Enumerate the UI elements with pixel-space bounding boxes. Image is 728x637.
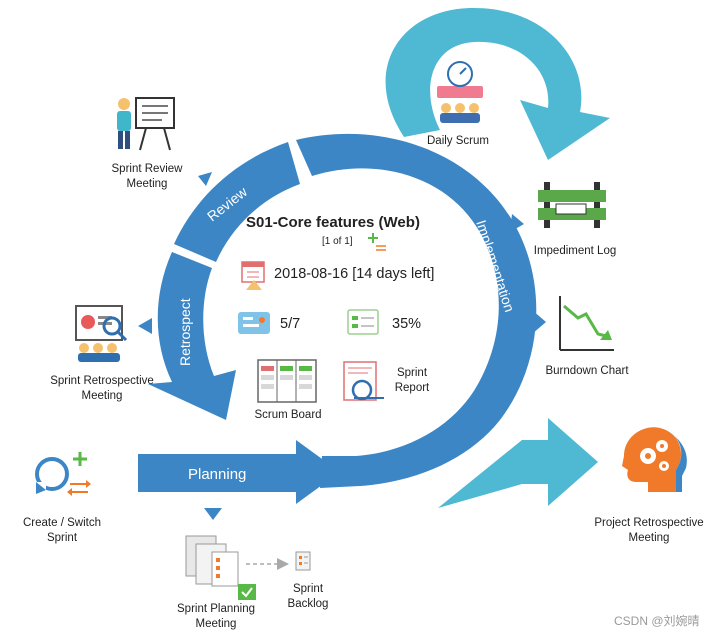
sprint-title: S01-Core features (Web) xyxy=(246,214,420,231)
pointer-to-burndown xyxy=(532,310,546,334)
barrier-icon xyxy=(538,182,606,228)
retrospective-icon xyxy=(75,305,128,362)
sprint-retrospective-label: Sprint Retrospective Meeting xyxy=(50,375,154,402)
sprint-date: 2018-08-16 [14 days left] xyxy=(274,266,435,282)
planning-label: Planning xyxy=(188,466,246,483)
review-arc xyxy=(174,142,300,262)
sprint-report-label: Sprint Report xyxy=(394,367,430,394)
add-switch-mini-icon xyxy=(368,233,386,251)
impediment-log-label: Impediment Log xyxy=(533,245,617,257)
pointer-to-impediment-log xyxy=(510,214,524,232)
head-gears-icon xyxy=(622,427,687,492)
sprint-review-label: Sprint Review Meeting xyxy=(111,163,183,190)
sprint-planning-label: Sprint Planning Meeting xyxy=(177,603,255,630)
backlog-icon xyxy=(295,551,311,571)
sprint-page-indicator: [1 of 1] xyxy=(322,236,353,247)
project-retrospective-arrow xyxy=(438,418,598,508)
sprint-report-icon xyxy=(343,361,384,401)
percent-progress-icon xyxy=(347,309,379,335)
scrum-board-label: Scrum Board xyxy=(254,409,322,421)
retrospect-arc xyxy=(148,252,236,420)
watermark: CSDN @刘婉晴 xyxy=(614,614,700,628)
project-retrospective-label: Project Retrospective Meeting xyxy=(594,517,704,544)
retrospect-label: Retrospect xyxy=(177,298,193,366)
planning-arrow xyxy=(138,440,340,504)
burndown-chart-label: Burndown Chart xyxy=(545,365,629,377)
daily-scrum-icon xyxy=(437,61,483,123)
scrum-board-icon xyxy=(257,359,317,403)
task-progress-icon xyxy=(238,312,270,334)
pointer-to-retrospective xyxy=(138,318,152,334)
calendar-icon xyxy=(241,261,265,290)
create-switch-sprint-label: Create / Switch Sprint xyxy=(23,517,101,544)
percent-progress-value: 35% xyxy=(392,316,422,332)
create-switch-sprint-icon xyxy=(34,452,91,496)
burndown-chart-icon xyxy=(559,296,614,351)
daily-scrum-loop-arrow xyxy=(385,7,610,161)
pointer-to-review-meeting xyxy=(198,172,212,186)
presentation-icon xyxy=(117,97,175,151)
pointer-to-planning-meeting xyxy=(204,508,222,520)
documents-check-icon xyxy=(185,535,256,600)
implementation-arc xyxy=(296,133,537,489)
sprint-backlog-label: Sprint Backlog xyxy=(287,583,329,610)
task-progress-value: 5/7 xyxy=(280,316,301,332)
daily-scrum-label: Daily Scrum xyxy=(427,135,489,147)
